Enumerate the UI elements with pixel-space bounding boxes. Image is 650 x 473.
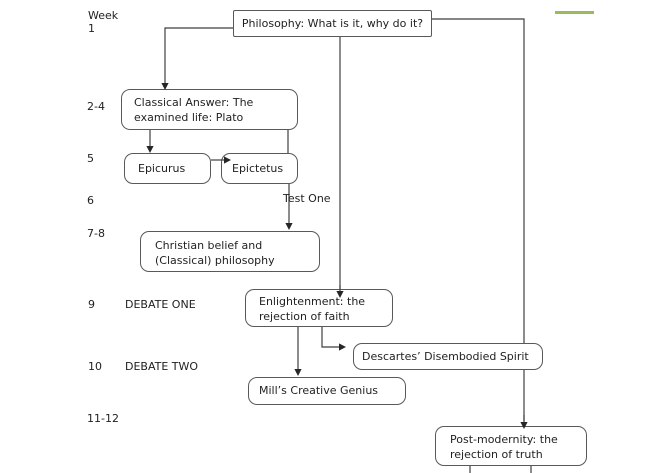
node-mills-label: Mill’s Creative Genius — [259, 384, 379, 397]
node-mills: Mill’s Creative Genius — [248, 377, 406, 405]
arrowhead-into-christian — [285, 223, 293, 230]
week-label-10: 10 — [88, 360, 102, 373]
week-label-5: 5 — [87, 152, 94, 165]
node-philosophy-label: Philosophy: What is it, why do it? — [241, 17, 424, 30]
node-descartes-label: Descartes’ Disembodied Spirit — [362, 350, 529, 363]
node-classical-answer-line2: examined life: Plato — [134, 111, 244, 124]
node-enlightenment: Enlightenment: the rejection of faith — [245, 289, 393, 327]
node-epictetus-label: Epictetus — [232, 162, 284, 175]
arrowhead-into-classical — [161, 83, 169, 90]
week-label-7-8: 7-8 — [87, 227, 105, 240]
week-label-11-12: 11-12 — [87, 412, 119, 425]
node-epicurus-label: Epicurus — [138, 162, 186, 175]
node-postmodernity: Post-modernity: the rejection of truth — [435, 426, 587, 466]
node-postmodernity-line2: rejection of truth — [450, 448, 543, 461]
arrowhead-into-enlightenment — [336, 291, 344, 298]
arrowhead-into-epicurus — [146, 146, 154, 153]
week-label-6: 6 — [87, 194, 94, 207]
node-christian-belief-line1: Christian belief and — [155, 239, 263, 252]
node-christian-belief: Christian belief and (Classical) philoso… — [140, 231, 320, 272]
week-column-header: Week — [88, 9, 119, 22]
node-enlightenment-line2: rejection of faith — [259, 310, 350, 323]
week-label-1: 1 — [88, 22, 95, 35]
node-philosophy: Philosophy: What is it, why do it? — [233, 10, 432, 37]
accent-line — [555, 11, 594, 14]
week-label-2-4: 2-4 — [87, 100, 105, 113]
connector-philosophy-to-postmodernity — [432, 18, 525, 421]
node-enlightenment-line1: Enlightenment: the — [259, 295, 366, 308]
connector-philosophy-to-classical — [164, 27, 233, 84]
debate-two-label: DEBATE TWO — [125, 360, 199, 373]
node-classical-answer: Classical Answer: The examined life: Pla… — [121, 89, 298, 130]
node-epictetus: Epictetus — [221, 153, 298, 184]
arrowhead-into-mills — [294, 369, 302, 376]
node-classical-answer-line1: Classical Answer: The — [134, 96, 254, 109]
arrowhead-into-epictetus — [224, 156, 231, 164]
node-christian-belief-line2: (Classical) philosophy — [155, 254, 275, 267]
node-postmodernity-line1: Post-modernity: the — [450, 433, 558, 446]
connector-enlightenment-to-descartes — [321, 327, 339, 348]
arrowhead-into-descartes — [339, 343, 346, 351]
week-label-9: 9 — [88, 298, 95, 311]
arrowhead-into-postmodernity — [520, 422, 528, 429]
test-one-label: Test One — [283, 192, 331, 205]
node-epicurus: Epicurus — [124, 153, 211, 184]
debate-one-label: DEBATE ONE — [125, 298, 196, 311]
node-descartes: Descartes’ Disembodied Spirit — [353, 343, 543, 370]
